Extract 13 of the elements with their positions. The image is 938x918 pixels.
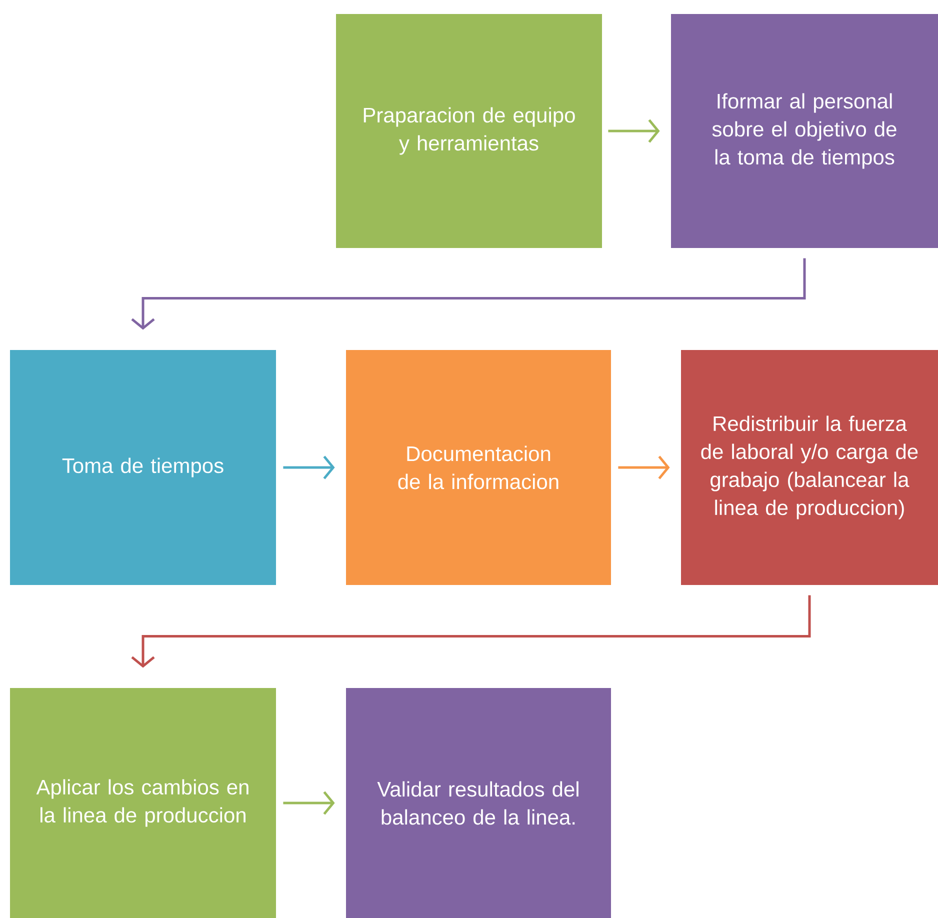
process-box: Praparacion de equipo y herramientas [336,14,602,248]
process-box: Iformar al personal sobre el objetivo de la toma de tiempos [671,14,938,248]
process-box: Aplicar los cambios en la linea de produccion [10,688,276,918]
arrow [131,258,806,330]
process-box: Documentacion de la informacion [346,350,611,585]
arrow [283,791,335,815]
arrow [618,456,670,480]
process-box: Redistribuir la fuerza de laboral y/o carga de grabajo (balancear la linea de produccion) [681,350,938,585]
arrow [283,456,335,480]
process-box: Toma de tiempos [10,350,276,585]
arrow [131,595,811,668]
arrow [608,119,660,143]
process-box: Validar resultados del balanceo de la linea. [346,688,611,918]
